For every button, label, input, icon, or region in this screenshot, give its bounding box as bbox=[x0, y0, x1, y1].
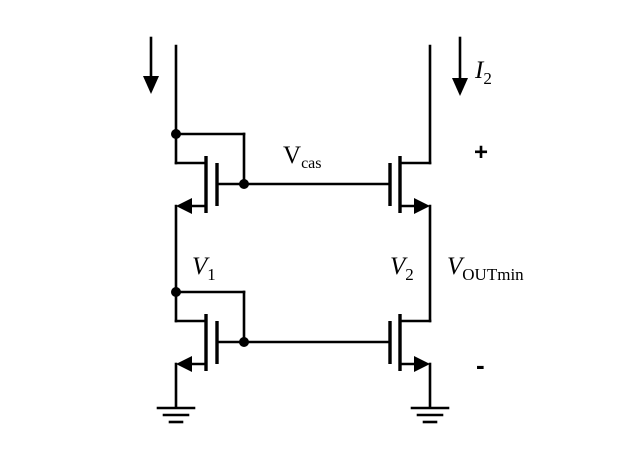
vcas-label-main: V bbox=[283, 142, 301, 169]
junction-dot-bias-gate bbox=[239, 337, 249, 347]
vcas-label-sub: cas bbox=[301, 155, 321, 172]
i2-label: I2 bbox=[474, 57, 492, 88]
v1-label: V1 bbox=[192, 253, 216, 284]
right-branch-wiring bbox=[398, 44, 432, 408]
left-branch-wiring bbox=[174, 44, 246, 408]
ground-icon-left bbox=[156, 406, 196, 424]
vout-min-label-main: V bbox=[447, 253, 465, 280]
junction-dot-top-left bbox=[171, 129, 181, 139]
output-current-arrow bbox=[452, 36, 468, 96]
vcas-label: Vcas bbox=[283, 142, 322, 172]
nmos-upper-right bbox=[388, 156, 430, 214]
v2-label: V2 bbox=[390, 253, 414, 284]
v1-label-main: V bbox=[192, 253, 210, 280]
minus-sign: - bbox=[476, 350, 485, 380]
vout-min-label: VOUTmin bbox=[447, 253, 524, 284]
i2-label-sub: 2 bbox=[483, 69, 492, 88]
v2-label-sub: 2 bbox=[405, 265, 414, 284]
junction-dot-v1 bbox=[171, 287, 181, 297]
v1-label-sub: 1 bbox=[207, 265, 216, 284]
i2-label-main: I bbox=[474, 57, 485, 84]
v2-label-main: V bbox=[390, 253, 408, 280]
plus-sign: + bbox=[474, 139, 488, 166]
ground-icon-right bbox=[410, 406, 450, 424]
nmos-lower-left bbox=[176, 314, 246, 372]
nmos-lower-right bbox=[388, 314, 430, 372]
nmos-upper-left bbox=[176, 156, 246, 214]
vout-min-label-sub: OUTmin bbox=[462, 265, 524, 284]
input-current-arrow bbox=[143, 36, 159, 94]
junction-dot-vcas-gate bbox=[239, 179, 249, 189]
